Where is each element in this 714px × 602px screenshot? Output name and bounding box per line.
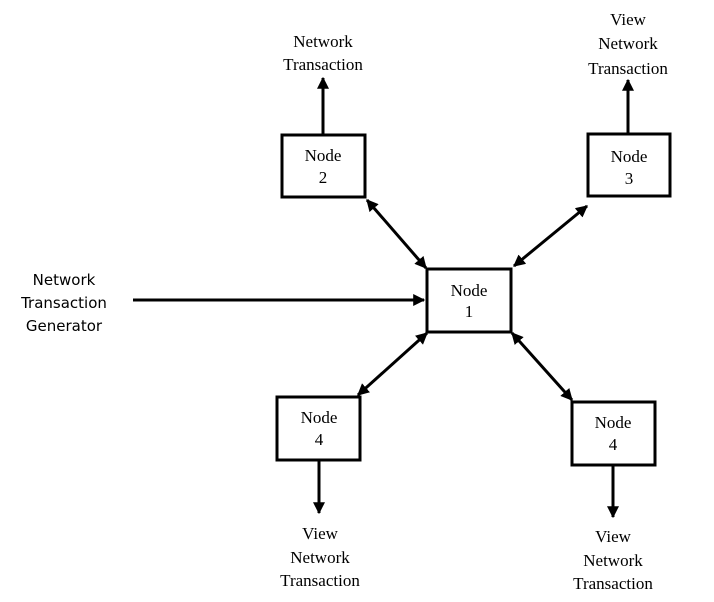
node-3-label-line2: 3 <box>625 169 634 188</box>
bottom-left-label-line2: Network <box>290 548 350 567</box>
top-right-label-line2: Network <box>598 34 658 53</box>
node-4-right-label-line1: Node <box>595 413 632 432</box>
edge-node1-node4-left <box>356 331 429 397</box>
bottom-right-label-line3: Transaction <box>573 574 653 593</box>
generator-label-line3: Generator <box>26 317 103 335</box>
node-4-left: Node 4 <box>275 395 362 462</box>
node-2-label-line1: Node <box>305 146 342 165</box>
bottom-right-label: View Network Transaction <box>573 527 653 593</box>
bottom-left-label-line1: View <box>302 524 339 543</box>
top-right-label-line1: View <box>610 10 647 29</box>
bottom-left-label: View Network Transaction <box>280 524 360 590</box>
node-4-left-label-line2: 4 <box>315 430 324 449</box>
edge-node1-node2 <box>365 199 428 269</box>
node-4-left-label-line1: Node <box>301 408 338 427</box>
node-2-label-line2: 2 <box>319 168 328 187</box>
top-right-label: View Network Transaction <box>588 10 668 78</box>
top-right-label-line3: Transaction <box>588 59 668 78</box>
node-1-label-line1: Node <box>451 281 488 300</box>
generator-label-line1: Network <box>33 271 96 289</box>
node-1: Node 1 <box>425 267 513 334</box>
top-left-label: Network Transaction <box>283 32 363 74</box>
bottom-right-label-line2: Network <box>583 551 643 570</box>
node-4-right-label-line2: 4 <box>609 435 618 454</box>
node-3-label-line1: Node <box>611 147 648 166</box>
generator-label-line2: Transaction <box>20 294 107 312</box>
node-1-label-line2: 1 <box>465 302 474 321</box>
edge-node1-node3 <box>513 204 588 268</box>
top-left-label-line2: Transaction <box>283 55 363 74</box>
edge-node1-node4-right <box>510 331 574 402</box>
top-left-label-line1: Network <box>293 32 353 51</box>
node-3: Node 3 <box>586 132 672 198</box>
bottom-left-label-line3: Transaction <box>280 571 360 590</box>
node-4-right: Node 4 <box>570 400 657 467</box>
node-2: Node 2 <box>280 133 367 199</box>
bottom-right-label-line1: View <box>595 527 632 546</box>
generator-label: Network Transaction Generator <box>20 271 107 335</box>
